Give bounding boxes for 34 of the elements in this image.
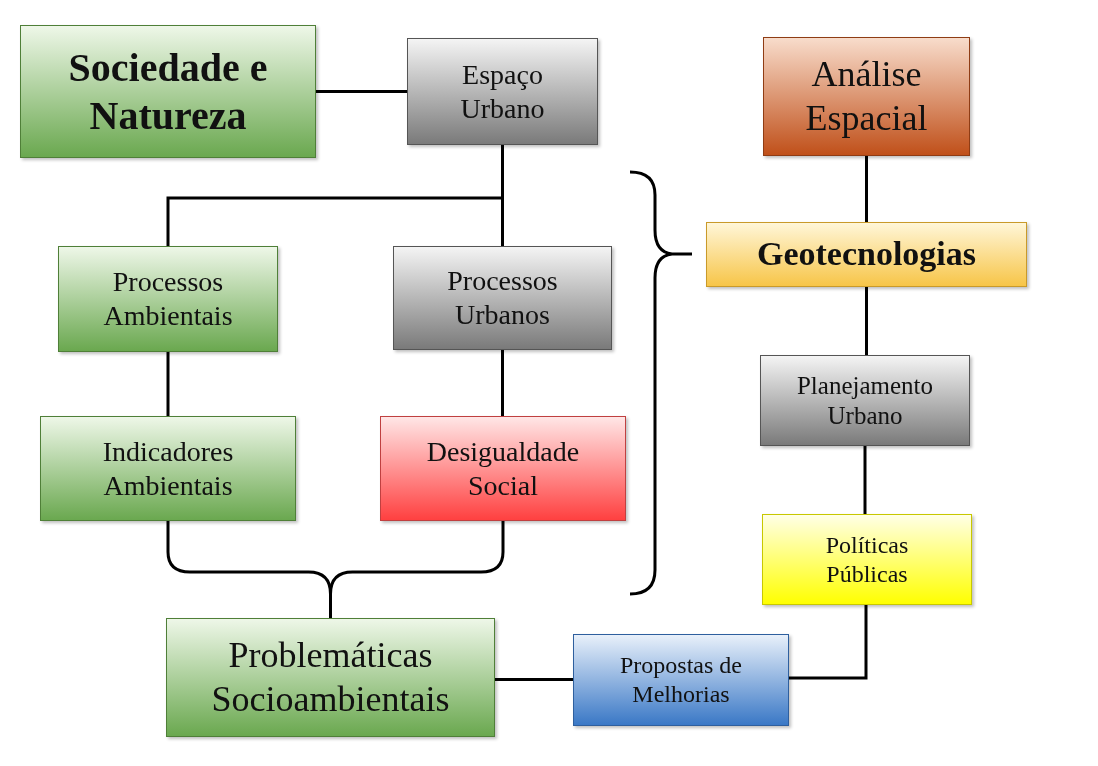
- box-label: Problemáticas Socioambientais: [210, 634, 451, 721]
- concept-box: [706, 222, 1027, 287]
- concept-box: [58, 246, 278, 352]
- connector-line: [789, 605, 868, 680]
- connector-line: [316, 90, 407, 93]
- box-label: Análise Espacial: [804, 53, 929, 140]
- concept-box: [40, 416, 296, 521]
- box-label: Políticas Públicas: [824, 530, 910, 589]
- concept-box: [380, 416, 626, 521]
- concept-box: [573, 634, 789, 726]
- box-label: Propostas de Melhorias: [619, 651, 743, 709]
- concept-box: [407, 38, 598, 145]
- box-label: Processos Ambientais: [102, 265, 234, 333]
- concept-box: [20, 25, 316, 158]
- connector-line: [495, 678, 573, 681]
- connector-line: [501, 350, 504, 416]
- connector-line: [166, 352, 170, 416]
- concept-box: [166, 618, 495, 737]
- box-label: Indicadores Ambientais: [101, 434, 235, 503]
- connector-line: [329, 521, 505, 618]
- concept-box: [760, 355, 970, 446]
- box-label: Desigualdade Social: [425, 434, 581, 503]
- connector-line: [865, 287, 868, 355]
- concept-box: [393, 246, 612, 350]
- connector-line: [865, 156, 868, 222]
- concept-box: [762, 514, 972, 605]
- concept-box: [763, 37, 970, 156]
- box-label: Processos Urbanos: [446, 264, 559, 332]
- box-label: Sociedade e Natureza: [67, 43, 269, 140]
- box-label: Espaço Urbano: [459, 57, 546, 126]
- connector-line: [863, 446, 867, 514]
- box-label: Geotecnologias: [755, 234, 978, 275]
- box-label: Planejamento Urbano: [795, 370, 935, 431]
- connector-line: [501, 145, 504, 246]
